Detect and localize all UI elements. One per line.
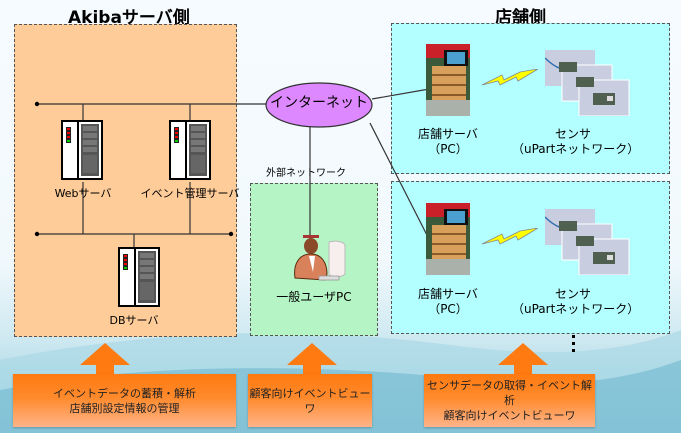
feature-akiba-line2: 店舗別設定情報の管理 [69,401,180,415]
store-server-name-1: 店舗サーバ [418,127,478,141]
store-server-label-2: 店舗サーバ （PC） [410,287,486,317]
wireless-bolt-icon-1 [482,69,538,86]
feature-box-store: センサデータの取得・イベント解析 顧客向けイベントビューワ [424,374,595,427]
feature-akiba-line1: イベントデータの蓄積・解析 [53,386,196,400]
user-pc-icon [294,235,346,281]
feature-store-line2: 顧客向けイベントビューワ [443,409,576,422]
feature-box-external: 顧客向けイベントビューワ [248,374,372,427]
sensor-label-2: センサ （uPartネットワーク） [512,287,640,317]
feature-store-line1: センサデータの取得・イベント解析 [427,379,592,407]
event-server-label: イベント管理サーバ [140,187,240,200]
feature-external-line1: 顧客向けイベントビューワ [249,386,371,415]
wireless-bolt-icon-2 [482,228,538,245]
event-server-icon [169,120,211,180]
internet-cloud [265,82,373,128]
up-arrow-icon-2 [287,343,337,375]
user-pc-label: 一般ユーザPC [276,290,352,304]
store-server-sub-1: （PC） [428,142,468,156]
sensor-name-2: センサ [554,287,591,301]
store-server-name-2: 店舗サーバ [418,287,478,301]
external-title: 外部ネットワーク [266,168,346,179]
store-server-sub-2: （PC） [428,302,468,316]
db-server-label: DBサーバ [109,314,159,327]
sensor-sub-1: （uPartネットワーク） [512,142,640,156]
sensor-name-1: センサ [554,127,591,141]
store-server-photo-2 [426,203,470,275]
feature-box-akiba: イベントデータの蓄積・解析 店舗別設定情報の管理 [13,374,236,427]
sensor-sub-2: （uPartネットワーク） [512,302,640,316]
up-arrow-icon-3 [498,343,548,375]
sensor-label-1: センサ （uPartネットワーク） [512,127,640,157]
akiba-title: Akibaサーバ側 [68,8,190,28]
store-server-label-1: 店舗サーバ （PC） [410,127,486,157]
more-stores-ellipsis [572,335,575,352]
up-arrow-icon-1 [80,343,130,375]
web-server-icon [61,120,103,180]
web-server-label: Webサーバ [54,187,112,200]
store-server-photo-1 [426,44,470,116]
internet-label: インターネット [270,95,368,111]
sensor-photo-1 [545,50,630,116]
db-server-icon [118,247,160,307]
sensor-photo-2 [545,209,630,275]
